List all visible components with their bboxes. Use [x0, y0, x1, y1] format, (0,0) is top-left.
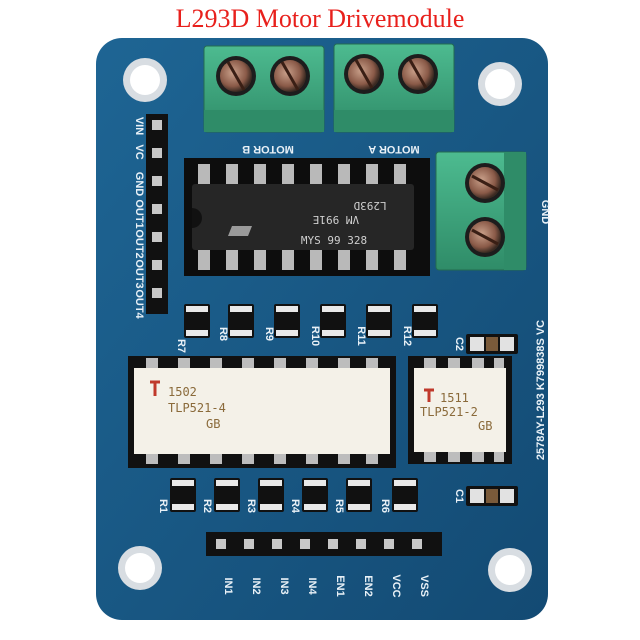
- header-pin-label: OUT1: [133, 199, 145, 228]
- capacitor-c1: [466, 486, 518, 506]
- optocoupler-large: [128, 356, 396, 468]
- header-pin-label: OUT3: [133, 259, 145, 288]
- board-model-label: 2578AY-L293 K799838S VC: [535, 320, 547, 460]
- chip-marking-3: MYS 99 328: [301, 234, 367, 247]
- header-pin-label: IN1: [222, 577, 234, 594]
- image-title: L293D Motor Drivemodule: [175, 4, 465, 33]
- header-pin-label: OUT2: [133, 229, 145, 258]
- resistor-row-top: [184, 304, 438, 338]
- resistor-label: R9: [263, 327, 275, 341]
- header-pin-label: VIN: [133, 117, 145, 135]
- label-gnd: GND: [539, 200, 551, 225]
- resistor-label: R6: [379, 499, 391, 513]
- optocoupler-small: [408, 356, 512, 464]
- left-pin-header: [146, 114, 168, 314]
- header-pin-label: VCC: [390, 574, 402, 597]
- opto-model: TLP521-2: [420, 405, 478, 419]
- header-pin-label: EN2: [362, 575, 374, 596]
- resistor-label: R2: [201, 499, 213, 513]
- st-logo: [228, 226, 252, 236]
- opto-model: TLP521-4: [168, 401, 226, 415]
- resistor-label: R5: [333, 499, 345, 513]
- resistor-label: R11: [355, 326, 367, 346]
- resistor-label: R8: [217, 327, 229, 341]
- resistor-label: R7: [175, 339, 187, 353]
- resistor-label: R3: [245, 499, 257, 513]
- resistor-label: R12: [401, 326, 413, 346]
- opto-grade: GB: [206, 417, 220, 431]
- header-pin-label: IN4: [306, 577, 318, 595]
- terminal-motor-a: [333, 43, 455, 133]
- header-pin-label: OUT4: [133, 289, 145, 319]
- resistor-label: R1: [157, 499, 169, 513]
- header-pin-label: EN1: [334, 575, 346, 596]
- opto-grade: GB: [478, 419, 492, 433]
- bottom-pin-header: [206, 532, 442, 556]
- header-pin-label: IN3: [278, 577, 290, 594]
- header-pin-label: IN2: [250, 577, 262, 594]
- chip-marking-1: L293D: [353, 199, 386, 212]
- opto-code: 1502: [168, 385, 197, 399]
- header-pin-label: GND: [133, 172, 145, 197]
- terminal-gnd: [435, 151, 527, 271]
- capacitor-label: C1: [453, 489, 465, 503]
- resistor-label: R4: [289, 499, 301, 514]
- header-pin-label: VSS: [418, 575, 430, 597]
- resistor-label: R10: [309, 326, 321, 346]
- chip-marking-2: VM 991E: [313, 213, 359, 226]
- capacitor-c2: [466, 334, 518, 354]
- resistor-row-bottom: [170, 478, 418, 512]
- opto-code: 1511: [440, 391, 469, 405]
- header-pin-label: VC: [133, 144, 145, 159]
- terminal-motor-b: [203, 45, 325, 133]
- l293d-chip: [184, 158, 430, 276]
- capacitor-label: C2: [453, 337, 465, 351]
- mounting-holes: [118, 58, 532, 592]
- label-motor-b: MOTOR B: [242, 143, 294, 155]
- label-motor-a: MOTOR A: [368, 143, 419, 155]
